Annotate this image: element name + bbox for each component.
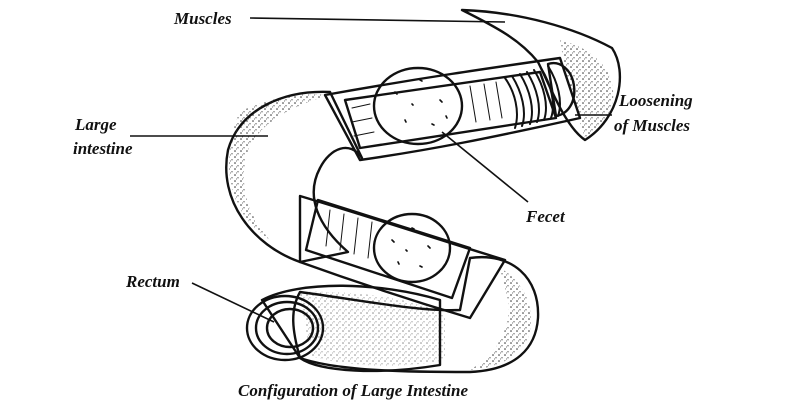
- muscles-leader: [249, 17, 506, 23]
- upper-fecal-mass: [372, 66, 464, 146]
- rectum-mid-ring: [254, 300, 320, 356]
- lower-curve-shading: [470, 268, 532, 370]
- intestine-body: [225, 8, 621, 374]
- large-intestine-label-line2: intestine: [73, 139, 133, 158]
- middle-canal-lines: [325, 209, 373, 259]
- lower-fecal-mass: [372, 212, 452, 284]
- loosening-label-line2: of Muscles: [614, 116, 690, 135]
- large-intestine-label-line1: Large: [74, 115, 117, 134]
- muscle-lumen: [546, 61, 576, 118]
- lower-fecal-texture: [391, 227, 431, 268]
- labels: Muscles Loosening of Muscles Large intes…: [73, 9, 693, 400]
- loosening-label-line1: Loosening: [618, 91, 693, 110]
- muscles-label: Muscles: [173, 9, 232, 28]
- muscle-rings: [504, 65, 561, 129]
- left-curve-shading: [229, 94, 330, 240]
- upper-canal-lines: [351, 81, 503, 137]
- upper-tube: [323, 56, 582, 162]
- fecal-masses: [372, 66, 464, 284]
- diagram-caption: Configuration of Large Intestine: [238, 381, 468, 400]
- rectum-leader: [191, 282, 275, 323]
- upper-colon-shading: [560, 40, 614, 138]
- rectum-outer-ring: [245, 294, 325, 362]
- leader-lines: [130, 17, 612, 323]
- fecet-leader: [441, 131, 529, 203]
- upper-canal: [343, 70, 558, 150]
- upper-colon-end: [460, 8, 621, 142]
- upper-fecal-texture: [394, 79, 448, 126]
- rectum-label: Rectum: [125, 272, 180, 291]
- middle-canal: [304, 198, 472, 300]
- rectum-inner-opening: [265, 307, 315, 349]
- rectum-tube-shading: [300, 291, 445, 366]
- inner-canals: [245, 61, 576, 362]
- fecet-label: Fecet: [525, 207, 566, 226]
